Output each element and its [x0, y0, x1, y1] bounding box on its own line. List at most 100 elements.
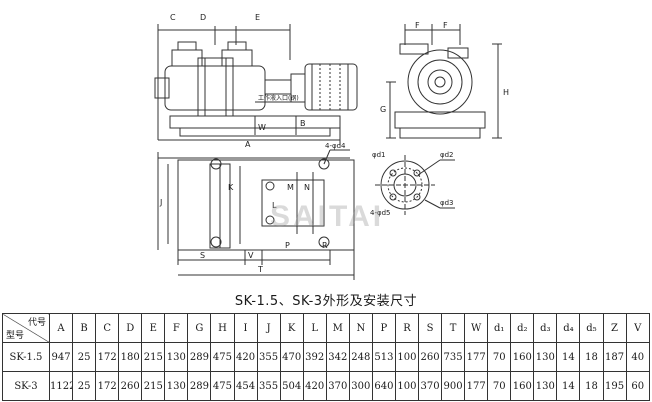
model-cell: SK-1.5 [2, 342, 50, 372]
flange-view [375, 155, 455, 215]
table-header-row: 代号 型号 A B C D E F G H I J K L M N P R S … [2, 313, 651, 343]
table-corner-cell: 代号 型号 [2, 313, 50, 343]
value-cell: 130 [533, 342, 558, 372]
value-cell: 130 [164, 342, 189, 372]
label-v: V [248, 251, 254, 260]
value-cell: 640 [371, 371, 396, 401]
label-d3: φd3 [440, 199, 454, 207]
value-cell: 342 [325, 342, 350, 372]
label-h: H [503, 88, 509, 97]
value-cell: 25 [72, 371, 97, 401]
value-cell: 187 [602, 342, 627, 372]
value-cell: 355 [256, 342, 281, 372]
col-header: Z [602, 313, 627, 343]
label-j: J [159, 198, 162, 207]
col-header: F [164, 313, 189, 343]
value-cell: 289 [187, 342, 212, 372]
value-cell: 130 [533, 371, 558, 401]
value-cell: 475 [210, 371, 235, 401]
drawing-caption: SK-1.5、SK-3外形及安装尺寸 [234, 294, 418, 309]
corner-model-label: 型号 [6, 331, 25, 341]
value-cell: 70 [487, 342, 512, 372]
model-cell: SK-3 [2, 371, 50, 401]
col-header: W [464, 313, 489, 343]
col-header: B [72, 313, 97, 343]
value-cell: 177 [464, 371, 489, 401]
value-cell: 370 [417, 371, 443, 401]
label-4d4: 4-φd4 [325, 142, 346, 150]
value-cell: 260 [118, 371, 143, 401]
value-cell: 215 [141, 371, 166, 401]
col-header: N [348, 313, 373, 343]
value-cell: 900 [441, 371, 466, 401]
value-cell: 60 [625, 371, 651, 401]
watermark: SAITAI [270, 200, 385, 233]
label-w: W [258, 123, 266, 132]
value-cell: 14 [556, 342, 581, 372]
label-g: G [380, 105, 386, 114]
label-f-right: F [443, 21, 448, 30]
dimension-table: 代号 型号 A B C D E F G H I J K L M N P R S … [2, 313, 651, 401]
col-header: I [233, 313, 258, 343]
value-cell: 100 [394, 371, 420, 401]
value-cell: 14 [556, 371, 581, 401]
label-4d5: 4-φd5 [370, 209, 391, 217]
col-header: H [210, 313, 235, 343]
value-cell: 195 [602, 371, 627, 401]
label-e: E [255, 13, 260, 22]
value-cell: 215 [141, 342, 166, 372]
front-view [154, 24, 358, 145]
corner-code-label: 代号 [27, 318, 46, 328]
col-header: d₄ [556, 313, 581, 343]
value-cell: 513 [371, 342, 396, 372]
col-header: E [141, 313, 166, 343]
col-header: A [48, 313, 74, 343]
value-cell: 454 [233, 371, 258, 401]
value-cell: 355 [256, 371, 281, 401]
side-view [386, 24, 502, 139]
value-cell: 18 [579, 342, 604, 372]
value-cell: 172 [95, 342, 120, 372]
value-cell: 300 [348, 371, 373, 401]
col-header: J [256, 313, 281, 343]
value-cell: 504 [279, 371, 304, 401]
value-cell: 25 [72, 342, 97, 372]
value-cell: 260 [417, 342, 443, 372]
value-cell: 248 [348, 342, 373, 372]
col-header: M [325, 313, 350, 343]
col-header: G [187, 313, 212, 343]
value-cell: 40 [625, 342, 651, 372]
label-d1: φd1 [372, 151, 386, 159]
value-cell: 289 [187, 371, 212, 401]
front-note: 工作液入口(钢) [258, 94, 299, 102]
col-header: D [118, 313, 143, 343]
value-cell: 160 [510, 371, 535, 401]
label-l: L [272, 201, 277, 210]
col-header: R [394, 313, 420, 343]
label-m: M [287, 183, 294, 192]
value-cell: 177 [464, 342, 489, 372]
col-header: d₅ [579, 313, 604, 343]
value-cell: 420 [302, 371, 327, 401]
label-k: K [228, 183, 234, 192]
value-cell: 70 [487, 371, 512, 401]
col-header: P [371, 313, 396, 343]
value-cell: 172 [95, 371, 120, 401]
label-b: B [300, 119, 306, 128]
label-a: A [245, 140, 251, 149]
label-n: N [304, 183, 310, 192]
table-row: SK-1.5 947 25 172 180 215 130 289 475 42… [2, 342, 651, 372]
value-cell: 475 [210, 342, 235, 372]
col-header: d₂ [510, 313, 535, 343]
value-cell: 370 [325, 371, 350, 401]
col-header: S [417, 313, 443, 343]
value-cell: 18 [579, 371, 604, 401]
col-header: K [279, 313, 304, 343]
value-cell: 392 [302, 342, 327, 372]
label-s: S [200, 251, 205, 260]
label-d: D [200, 13, 206, 22]
value-cell: 470 [279, 342, 304, 372]
col-header: d₃ [533, 313, 558, 343]
